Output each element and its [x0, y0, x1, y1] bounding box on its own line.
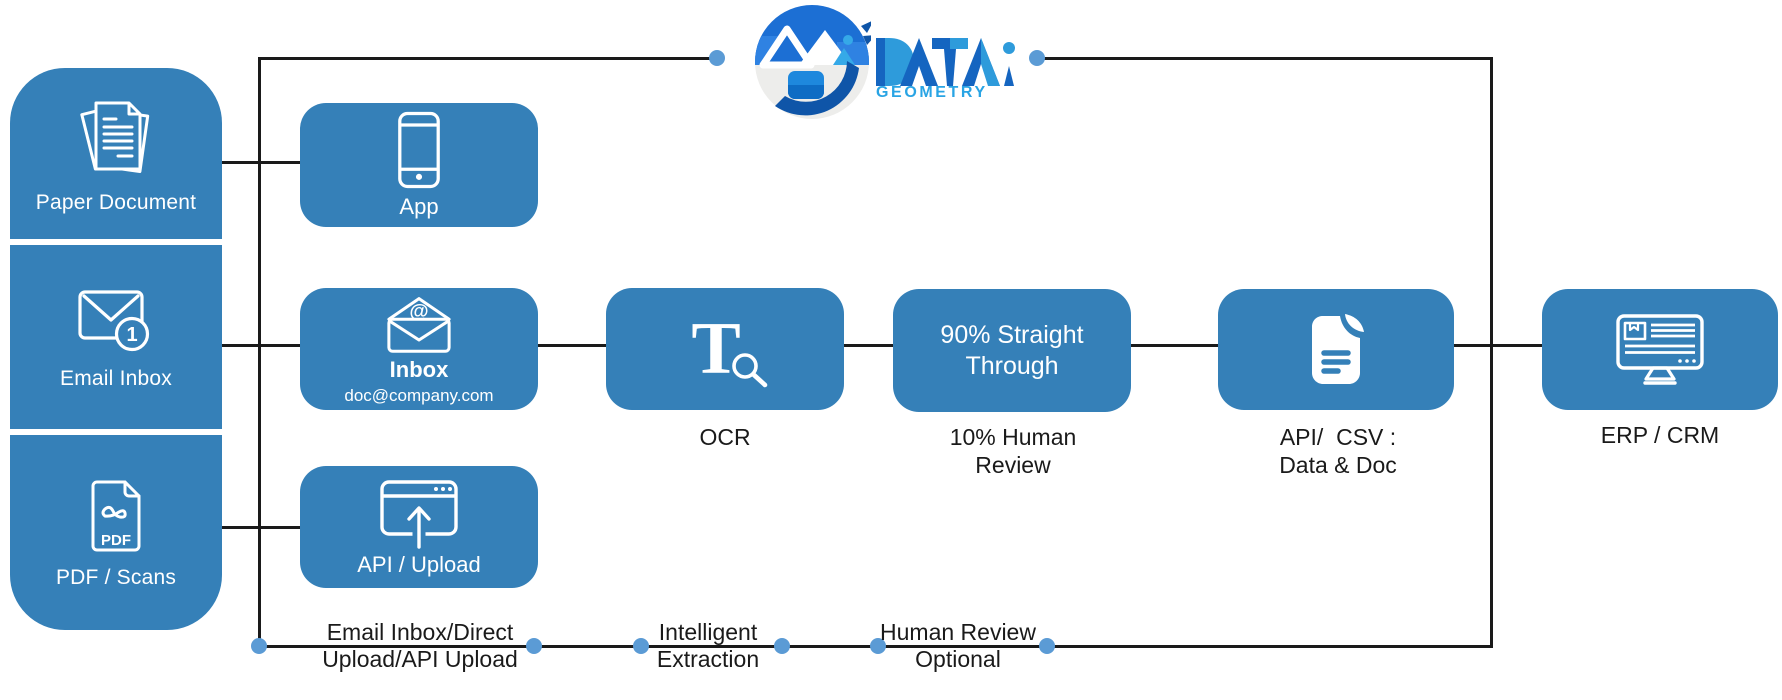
document-lines-icon [1312, 313, 1364, 384]
channel-label: Inbox [389, 357, 449, 382]
brand-wordmark-graphic [876, 38, 1015, 86]
channel-label: App [399, 194, 439, 219]
connector-dot [1029, 50, 1045, 66]
brand-mascot-icon [755, 5, 871, 119]
channel-box-inbox: @ Inbox doc@company.com [300, 288, 538, 410]
pipeline-box-output [1218, 289, 1454, 410]
ocr-letter: T [691, 308, 741, 390]
pdf-file-icon: PDF [91, 480, 141, 551]
pipeline-box-erp-crm [1542, 289, 1778, 410]
magnifier-icon [731, 353, 767, 388]
loop-line-top-right [1042, 57, 1492, 60]
connector-dot [709, 50, 725, 66]
source-label: Email Inbox [60, 367, 172, 390]
caption-ocr: OCR [699, 424, 751, 450]
connector-pdf-to-upload [214, 526, 302, 529]
caption-line: Data & Doc [1279, 452, 1397, 478]
paper-stack-icon [80, 101, 150, 173]
stage-line: Optional [915, 646, 1001, 672]
svg-text:1: 1 [126, 324, 137, 346]
caption-api-csv: API/ CSV : Data & Doc [1279, 423, 1397, 479]
connector-dot [251, 638, 267, 654]
caption-line: API/ CSV : [1279, 424, 1397, 450]
computer-monitor-icon [1616, 313, 1704, 385]
connector-inbox-to-ocr [533, 344, 608, 347]
pipeline-box-ocr: T [606, 288, 844, 410]
envelope-unread-icon: 1 [78, 290, 150, 352]
stage-label-review: Human Review Optional [808, 619, 1108, 673]
caption-line: 10% Human [949, 424, 1077, 450]
loop-line-left [258, 57, 261, 648]
source-label: PDF / Scans [55, 565, 177, 589]
channel-box-api-upload: API / Upload [300, 466, 538, 588]
stage-label-ingest: Email Inbox/Direct Upload/API Upload [270, 619, 570, 673]
stage-line: Human Review [880, 619, 1036, 645]
source-box-email-inbox: 1 Email Inbox [10, 245, 222, 429]
source-label: Paper Document [35, 190, 197, 214]
connector-dot [526, 638, 542, 654]
ocr-text-search-icon: T [691, 308, 767, 390]
channel-label: API / Upload [357, 551, 481, 577]
svg-text:PDF: PDF [101, 532, 131, 549]
connector-dot [633, 638, 649, 654]
brand-wordmark-text: DATA [0, 0, 1, 1]
connector-dot [774, 638, 790, 654]
connector-straight-to-output [1128, 344, 1220, 347]
smartphone-icon [398, 111, 440, 189]
source-box-pdf-scans: PDF PDF / Scans [10, 435, 222, 630]
connector-dot [870, 638, 886, 654]
stage-label-extraction: Intelligent Extraction [558, 619, 858, 673]
caption-line: Review [975, 452, 1051, 478]
connector-dot [1039, 638, 1055, 654]
browser-upload-icon [380, 479, 458, 549]
stage-line: Intelligent [658, 619, 758, 645]
source-box-paper-document: Paper Document [10, 68, 222, 239]
loop-line-right [1490, 57, 1493, 648]
connector-email-to-inbox [214, 344, 302, 347]
brand-subtitle: GEOMETRY [876, 84, 988, 101]
open-envelope-at-icon: @ [387, 297, 451, 353]
caption-erp-crm: ERP / CRM [1600, 422, 1720, 448]
connector-ocr-to-straight [840, 344, 896, 347]
stage-line: Extraction [656, 646, 760, 672]
stage-line: Email Inbox/Direct [326, 619, 514, 645]
connector-paper-to-app [214, 161, 302, 164]
loop-line-top-left [260, 57, 712, 60]
svg-text:@: @ [409, 300, 428, 322]
caption-human-review: 10% Human Review [950, 423, 1077, 479]
pipeline-box-straight-through: 90% Straight Through [893, 289, 1131, 412]
channel-email-address: doc@company.com [344, 386, 494, 405]
channel-box-app: App [300, 103, 538, 227]
connector-output-to-erp [1450, 344, 1544, 347]
straight-through-title: 90% Straight Through [940, 320, 1084, 380]
stage-line: Upload/API Upload [322, 646, 518, 672]
